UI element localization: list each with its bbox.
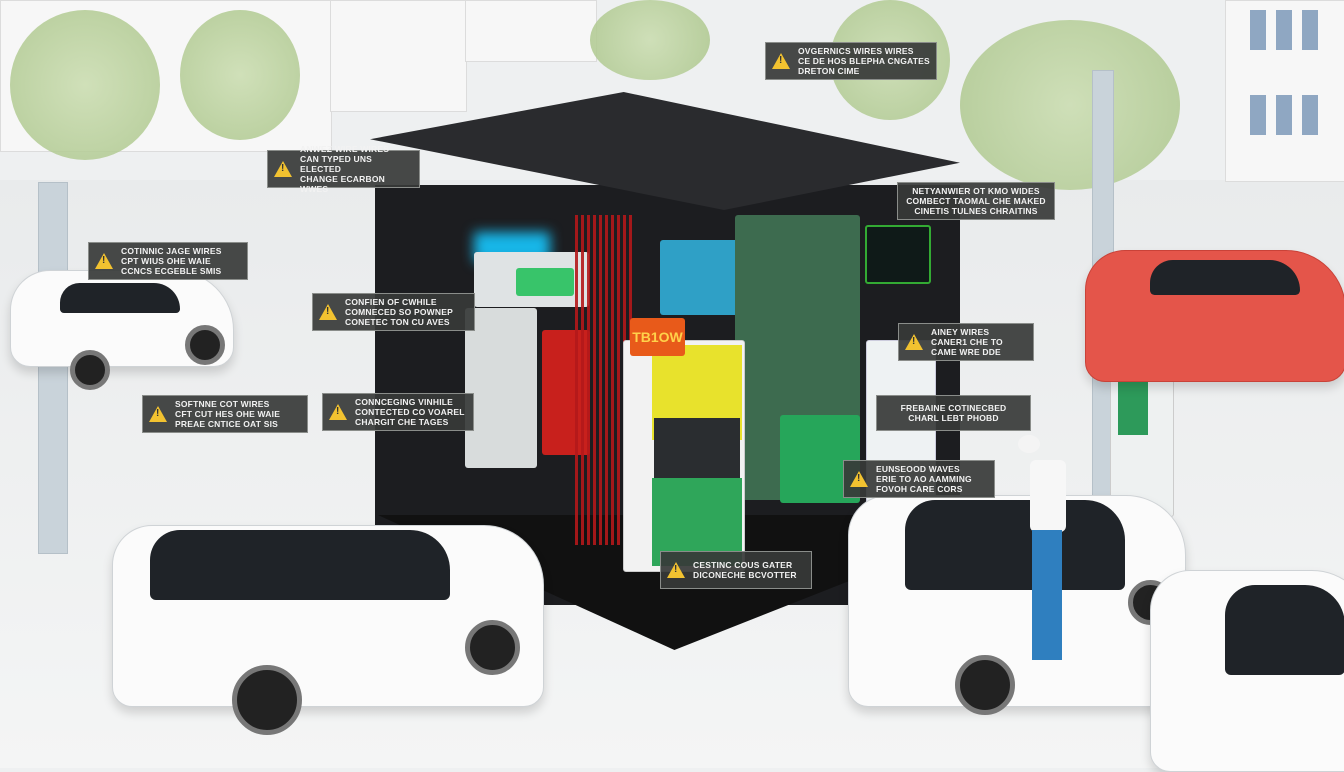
warning-icon <box>95 253 113 269</box>
charger-keypad <box>654 418 740 478</box>
car-wheel <box>955 655 1015 715</box>
sign-tbiow: TB1OW <box>630 318 685 356</box>
green-display <box>516 268 574 296</box>
blue-screen <box>660 240 748 315</box>
callout-label: Connceging vinhileContected co voarelCha… <box>322 393 474 431</box>
callout-label: Netyanwier ot kmo widesCombect taomal ch… <box>897 182 1055 220</box>
car-wheel <box>70 350 110 390</box>
person-shirt <box>1030 460 1066 532</box>
car-window <box>60 283 180 313</box>
warning-icon <box>905 334 923 350</box>
car-window <box>905 500 1125 590</box>
tree <box>180 10 300 140</box>
car-window <box>1150 260 1300 295</box>
callout-label: Frebaine cotinecbedCharl lebt phobd <box>876 395 1031 431</box>
person-cap <box>1018 435 1040 453</box>
warning-icon <box>667 562 685 578</box>
inverter-cabinet <box>465 308 537 468</box>
warning-icon <box>149 406 167 422</box>
callout-label: Cestinc cous gaterDiconeche bcvotter <box>660 551 812 589</box>
car-wheel <box>465 620 520 675</box>
warning-icon <box>329 404 347 420</box>
callout-label: Confien of cwhileComneced so pownepConet… <box>312 293 475 331</box>
car-window <box>150 530 450 600</box>
callout-label: Ovgernics wires wiresCe de hos blepha cn… <box>765 42 937 80</box>
callout-label: Anwez wire wiresCan typed uns electedCha… <box>267 144 420 194</box>
building <box>330 0 467 112</box>
callout-label: Eunseood wavesErie to ao aammingFovoh ca… <box>843 460 995 498</box>
terminal-screen <box>865 225 931 284</box>
warning-icon <box>319 304 337 320</box>
tree <box>960 20 1180 190</box>
callout-label: Cotinnic jage wiresCpt wius ohe waieCcnc… <box>88 242 248 280</box>
callout-label: Ainey wiresCaner1 che toCame wre dde <box>898 323 1034 361</box>
pole <box>38 182 68 554</box>
windows <box>1250 95 1320 135</box>
car-window <box>1225 585 1344 675</box>
person-jeans <box>1032 530 1062 660</box>
warning-icon <box>772 53 790 69</box>
tree <box>10 10 160 160</box>
windows <box>1250 10 1320 50</box>
warning-icon <box>274 161 292 177</box>
building <box>465 0 597 62</box>
tree <box>590 0 710 80</box>
callout-label: Softnne cot wiresCft cut hes ohe waiePre… <box>142 395 308 433</box>
kiosk-screen <box>1118 375 1148 435</box>
car-wheel <box>232 665 302 735</box>
car-wheel <box>185 325 225 365</box>
warning-icon <box>850 471 868 487</box>
